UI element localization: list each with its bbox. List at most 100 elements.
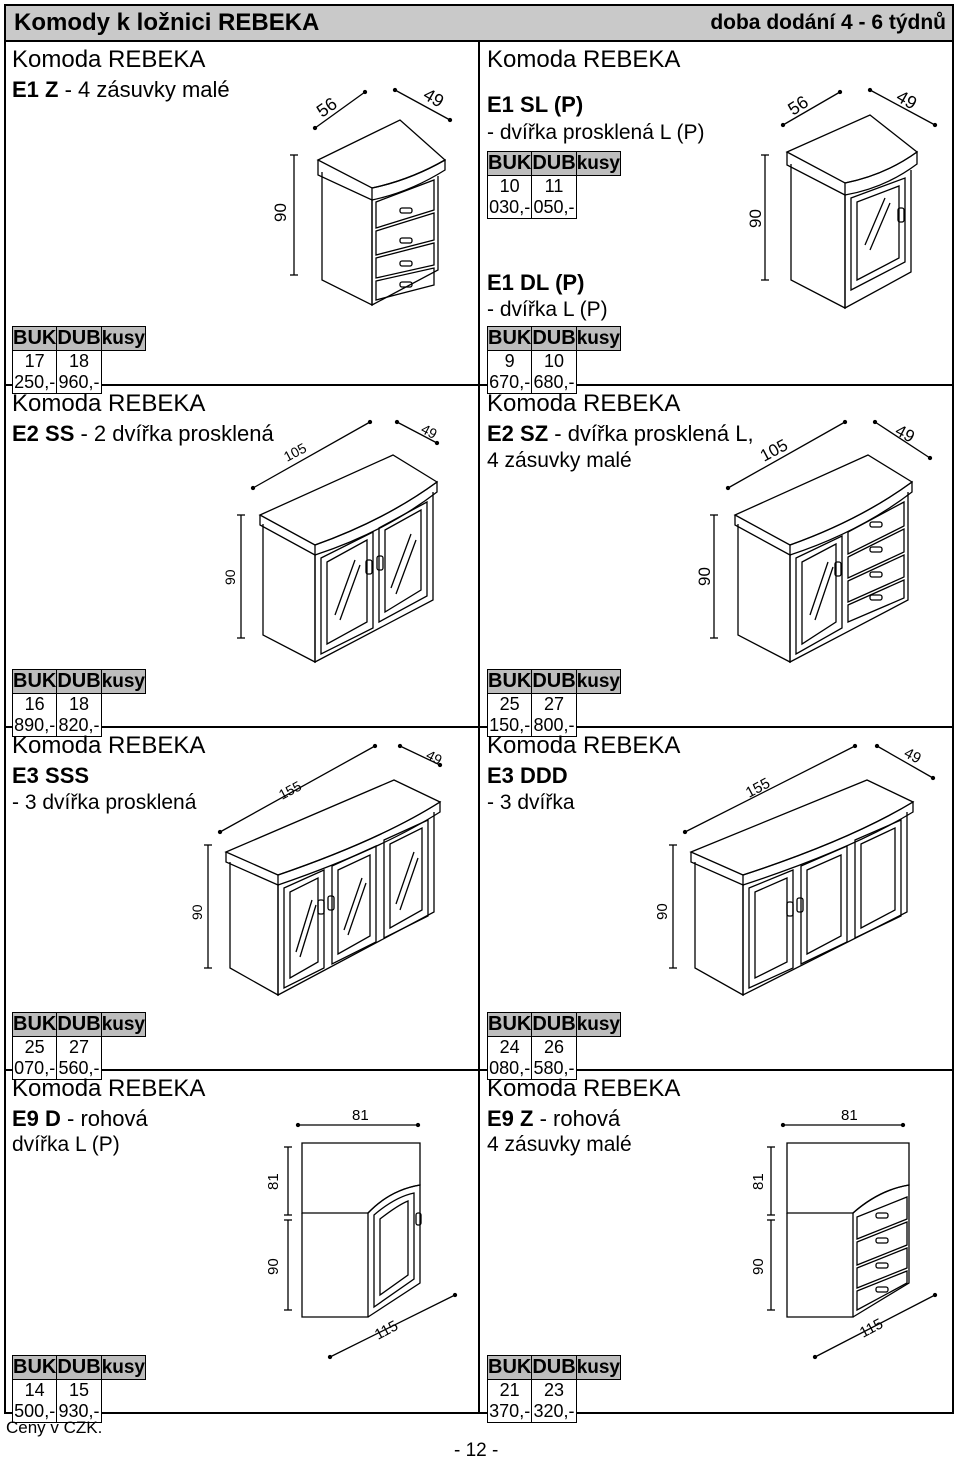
col-buk: BUK [486,669,533,694]
dim-depth: 49 [901,745,924,768]
dim-depth: 49 [424,747,445,769]
currency-note: Ceny v CZK. [6,1418,103,1437]
chest-drawing-e1z: 90 56 49 [271,84,453,307]
price-buk: 24 080,- [486,1036,533,1080]
product-desc-2: 4 zásuvky malé [487,1133,632,1156]
col-buk: BUK [486,1355,533,1380]
price-dub: 10 680,- [531,350,577,394]
page-number: - 12 - [454,1440,499,1461]
dim-top: 81 [352,1107,369,1124]
product-name: Komoda REBEKA [12,390,206,417]
dim-depth: 49 [893,86,920,113]
chest-drawing-e3ddd: 90 155 49 [655,743,936,997]
product-code-line: E1 Z - 4 zásuvky malé [12,77,230,103]
col-kusy: kusy [100,669,147,694]
dim-depth: 49 [892,421,918,447]
chest-drawing-e3sss: 90 155 49 [190,743,445,997]
product-desc: - rohová [533,1106,621,1131]
price-buk: 10 030,- [486,175,533,219]
price-buk: 25 150,- [486,693,533,737]
product-code: E1 DL (P) [487,270,585,295]
col-dub: DUB [531,326,577,351]
col-dub: DUB [56,326,102,351]
col-kusy: kusy [575,151,622,176]
dim-height: 90 [655,903,671,920]
product-code: E1 Z [12,77,59,102]
product-name: Komoda REBEKA [12,46,206,73]
product-code-line: E2 SZ - dvířka prosklená L, [487,421,754,447]
column-divider [478,42,480,1414]
dim-height: 90 [695,567,714,586]
product-desc-2: 4 zásuvky malé [487,449,632,472]
dim-depth: 49 [419,421,440,443]
price-dub: 15 930,- [56,1379,102,1423]
product-code: E9 Z [487,1106,534,1131]
dim-height: 90 [222,569,238,585]
product-code: E9 D [12,1106,61,1131]
col-kusy: kusy [575,669,622,694]
col-dub: DUB [531,151,577,176]
product-name: Komoda REBEKA [487,732,681,759]
col-buk: BUK [11,1355,58,1380]
dim-side: 81 [265,1173,282,1190]
delivery-time: doba dodání 4 - 6 týdnů [710,11,946,34]
product-code-line: E1 SL (P) [487,92,583,118]
price-dub: 26 580,- [531,1036,577,1080]
product-code: E2 SZ [487,421,549,446]
dim-top: 81 [841,1107,858,1124]
price-dub: 27 800,- [531,693,577,737]
price-dub: 27 560,- [56,1036,102,1080]
price-buk: 9 670,- [486,350,533,394]
col-kusy: kusy [575,1012,622,1037]
dim-width: 155 [743,775,773,802]
dim-height: 90 [750,1258,767,1275]
col-buk: BUK [11,669,58,694]
price-dub: 11 050,- [531,175,577,219]
corner-chest-drawing-e9d: 81 81 90 115 [265,1107,458,1360]
col-kusy: kusy [575,326,622,351]
product-code-line: E2 SS - 2 dvířka prosklená [12,421,274,447]
col-dub: DUB [56,1012,102,1037]
row-divider [4,726,954,728]
col-buk: BUK [486,151,533,176]
product-desc: - 3 dvířka [487,791,575,814]
product-code: E3 DDD [487,763,568,788]
product-code-line: E9 D - rohová [12,1106,148,1132]
dim-diagonal: 115 [372,1317,401,1343]
row-divider [4,384,954,386]
product-desc: - dvířka L (P) [487,298,608,321]
col-dub: DUB [56,669,102,694]
chest-drawing-e2ss: 90 105 49 [222,419,440,664]
col-kusy: kusy [575,1355,622,1380]
product-desc: - 3 dvířka prosklená [12,791,197,814]
col-dub: DUB [531,1355,577,1380]
dim-width: 105 [757,435,791,465]
dim-diagonal: 115 [857,1315,886,1341]
product-code: E2 SS [12,421,75,446]
col-dub: DUB [531,1012,577,1037]
price-dub: 18 820,- [56,693,102,737]
page-header: Komody k ložnici REBEKA doba dodání 4 - … [4,4,954,42]
product-name: Komoda REBEKA [12,732,206,759]
col-dub: DUB [531,669,577,694]
col-buk: BUK [11,1012,58,1037]
product-desc: - rohová [60,1106,148,1131]
col-dub: DUB [56,1355,102,1380]
page-title: Komody k ložnici REBEKA [14,9,320,36]
dim-height: 90 [190,904,205,920]
dim-height: 90 [271,203,290,222]
product-code: E1 SL (P) [487,92,584,117]
price-buk: 14 500,- [11,1379,58,1423]
product-name: Komoda REBEKA [12,1075,206,1102]
product-name: Komoda REBEKA [487,46,681,73]
product-desc: - 4 zásuvky malé [58,77,230,102]
